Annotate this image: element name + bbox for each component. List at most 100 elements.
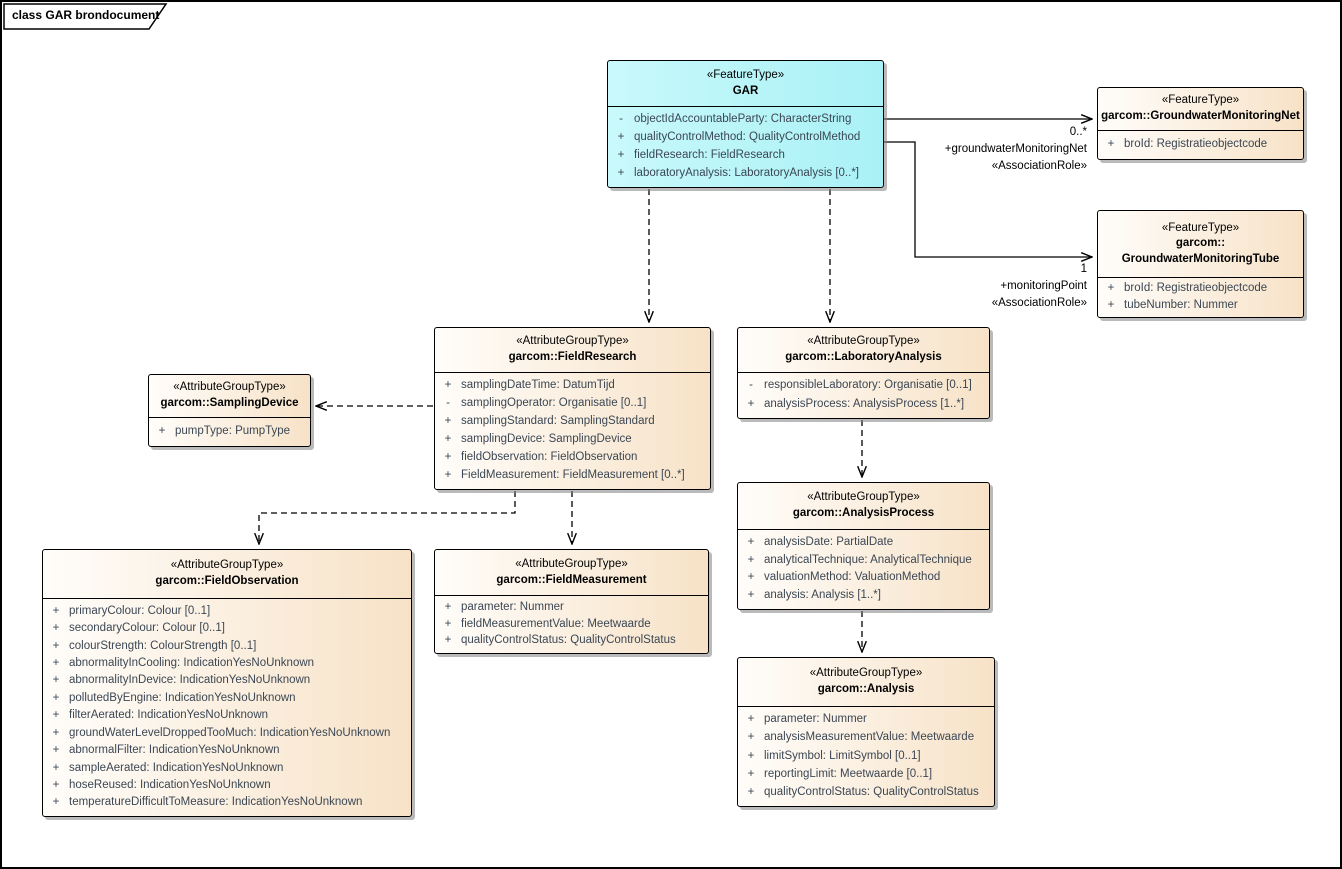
attribute-text: colourStrength: ColourStrength [0..1] — [69, 639, 257, 652]
visibility: + — [747, 749, 755, 762]
attribute-text: broId: Registratieobjectcode — [1124, 282, 1268, 295]
stereotype: «AttributeGroupType» — [173, 381, 286, 394]
attribute-text: limitSymbol: LimitSymbol [0..1] — [764, 749, 921, 762]
stereotype: «AttributeGroupType» — [807, 491, 920, 504]
visibility: + — [1107, 138, 1115, 151]
visibility: + — [52, 796, 60, 809]
attribute-row: +samplingDateTime: DatumTijd — [435, 379, 710, 393]
attribute-text: primaryColour: Colour [0..1] — [69, 604, 211, 617]
class-header: «FeatureType» garcom:: GroundwaterMonito… — [1098, 211, 1303, 277]
dependency-fieldresearch-fieldobservation[interactable] — [259, 491, 516, 544]
attribute-text: hoseReused: IndicationYesNoUnknown — [69, 779, 271, 792]
attribute-row: +valuationMethod: ValuationMethod — [738, 571, 989, 585]
visibility: + — [444, 634, 452, 647]
visibility: + — [444, 600, 452, 613]
attribute-text: analysisMeasurementValue: Meetwaarde — [764, 731, 975, 744]
attribute-row: + qualityControlStatus: QualityControlSta… — [435, 634, 708, 648]
class-box-analysisprocess[interactable]: «AttributeGroupType» garcom::AnalysisPro… — [737, 482, 990, 610]
attribute-text: analysisDate: PartialDate — [764, 535, 894, 548]
attribute-row: + primaryColour: Colour [0..1] — [43, 605, 411, 619]
attribute-row: +analyticalTechnique: AnalyticalTechniqu… — [738, 554, 989, 568]
class-box-fieldresearch[interactable]: «AttributeGroupType» garcom::FieldResear… — [434, 327, 711, 490]
attribute-row: + filterAerated: IndicationYesNoUnknown — [43, 709, 411, 723]
attribute-text: pollutedByEngine: IndicationYesNoUnknown — [69, 691, 296, 704]
attribute-text: secondaryColour: Colour [0..1] — [69, 622, 225, 635]
visibility: + — [1107, 282, 1115, 295]
attribute-row: -samplingOperator: Organisatie [0..1] — [435, 397, 710, 411]
attribute-text: abnormalFilter: IndicationYesNoUnknown — [69, 744, 280, 757]
stereotype: «AttributeGroupType» — [809, 667, 923, 680]
attribute-row: +laboratoryAnalysis: LaboratoryAnalysis … — [608, 167, 883, 181]
class-name: garcom::FieldObservation — [155, 575, 299, 587]
class-box-groundwatermonitoringtube[interactable]: «FeatureType» garcom:: GroundwaterMonito… — [1097, 210, 1304, 318]
class-box-gar[interactable]: «FeatureType» GAR -objectIdAccountablePa… — [607, 60, 884, 188]
attribute-row: +samplingStandard: SamplingStandard — [435, 415, 710, 429]
attribute-row: + parameter: Nummer — [435, 601, 708, 615]
stereotype: «FeatureType» — [1161, 94, 1240, 107]
visibility: + — [52, 779, 60, 792]
class-name: garcom::SamplingDevice — [160, 397, 299, 409]
attribute-row: + colourStrength: ColourStrength [0..1] — [43, 640, 411, 654]
attribute-text: samplingDateTime: DatumTijd — [461, 379, 615, 392]
visibility: + — [747, 731, 755, 744]
attribute-row: + temperatureDifficultToMeasure: Indicati… — [43, 796, 411, 810]
attribute-row: + limitSymbol: LimitSymbol [0..1] — [738, 750, 994, 764]
class-box-laboratoryanalysis[interactable]: «AttributeGroupType» garcom::LaboratoryA… — [737, 327, 990, 419]
class-name-line1: garcom:: — [1175, 237, 1226, 250]
visibility: + — [52, 656, 60, 669]
attribute-text: parameter: Nummer — [461, 600, 564, 613]
class-header: «FeatureType» garcom::GroundwaterMonitor… — [1098, 88, 1303, 130]
class-name: garcom::GroundwaterMonitoringNet — [1101, 110, 1300, 122]
visibility: + — [444, 433, 452, 446]
class-box-samplingdevice[interactable]: «AttributeGroupType» garcom::SamplingDev… — [148, 374, 311, 447]
visibility: + — [52, 604, 60, 617]
visibility: + — [52, 726, 60, 739]
attribute-text: abnormalityInCooling: IndicationYesNoUnk… — [69, 656, 315, 669]
stereotype: «AttributeGroupType» — [516, 335, 629, 348]
attribute-compartment: + primaryColour: Colour [0..1] + secondary… — [43, 598, 411, 816]
attribute-row: + abnormalFilter: IndicationYesNoUnknown — [43, 744, 411, 758]
attribute-text: fieldMeasurementValue: Meetwaarde — [461, 617, 651, 630]
attribute-row: +analysisProcess: AnalysisProcess [1..*] — [738, 398, 989, 412]
visibility: + — [52, 674, 60, 687]
visibility: + — [52, 744, 60, 757]
attribute-text: filterAerated: IndicationYesNoUnknown — [69, 709, 269, 722]
association-multiplicity-net: 0..* — [1069, 126, 1087, 138]
attribute-text: qualityControlStatus: QualityControlStat… — [764, 785, 979, 798]
attribute-row: + hoseReused: IndicationYesNoUnknown — [43, 779, 411, 793]
visibility: + — [52, 622, 60, 635]
attribute-row: +FieldMeasurement: FieldMeasurement [0..… — [435, 469, 710, 483]
visibility: + — [52, 709, 60, 722]
attribute-row: + analysisMeasurementValue: Meetwaarde — [738, 731, 994, 745]
attribute-compartment: +broId: Registratieobjectcode — [1098, 130, 1303, 159]
class-box-groundwatermonitoringnet[interactable]: «FeatureType» garcom::GroundwaterMonitor… — [1097, 87, 1304, 160]
class-name: garcom::Analysis — [817, 683, 915, 695]
attribute-row: +reportingLimit: Meetwaarde [0..1] — [738, 768, 994, 782]
attribute-row: +fieldObservation: FieldObservation — [435, 451, 710, 465]
attribute-text: samplingDevice: SamplingDevice — [461, 433, 632, 446]
attribute-row: +fieldResearch: FieldResearch — [608, 149, 883, 163]
class-box-fieldobservation[interactable]: «AttributeGroupType» garcom::FieldObserv… — [42, 549, 412, 817]
attribute-text: reportingLimit: Meetwaarde [0..1] — [764, 767, 933, 780]
attribute-text: samplingOperator: Organisatie [0..1] — [461, 397, 647, 410]
attribute-row: + broId: Registratieobjectcode — [1098, 282, 1303, 296]
attribute-text: temperatureDifficultToMeasure: Indicatio… — [69, 796, 363, 809]
visibility: + — [444, 415, 452, 428]
class-box-fieldmeasurement[interactable]: «AttributeGroupType» garcom::FieldMeasur… — [434, 549, 709, 654]
attribute-row: +sampleAerated: IndicationYesNoUnknown — [43, 762, 411, 776]
visibility: + — [52, 639, 60, 652]
attribute-text: tubeNumber: Nummer — [1124, 298, 1238, 311]
attribute-text: qualityControlStatus: QualityControlStat… — [461, 634, 676, 647]
visibility: + — [158, 425, 166, 438]
association-role-net: +groundwaterMonitoringNet — [944, 143, 1087, 155]
attribute-compartment: +parameter: Nummer +analysisMeasurementV… — [738, 706, 994, 806]
attribute-row: +fieldMeasurementValue: Meetwaarde — [435, 618, 708, 632]
attribute-row: + secondaryColour: Colour [0..1] — [43, 622, 411, 636]
attribute-row: +analysisDate: PartialDate — [738, 536, 989, 550]
attribute-row: -objectIdAccountableParty: CharacterStri… — [608, 113, 883, 127]
visibility: + — [617, 167, 625, 180]
visibility: - — [619, 113, 623, 126]
attribute-text: FieldMeasurement: FieldMeasurement [0..*… — [461, 469, 685, 482]
class-box-analysis[interactable]: «AttributeGroupType» garcom::Analysis +p… — [737, 657, 995, 807]
